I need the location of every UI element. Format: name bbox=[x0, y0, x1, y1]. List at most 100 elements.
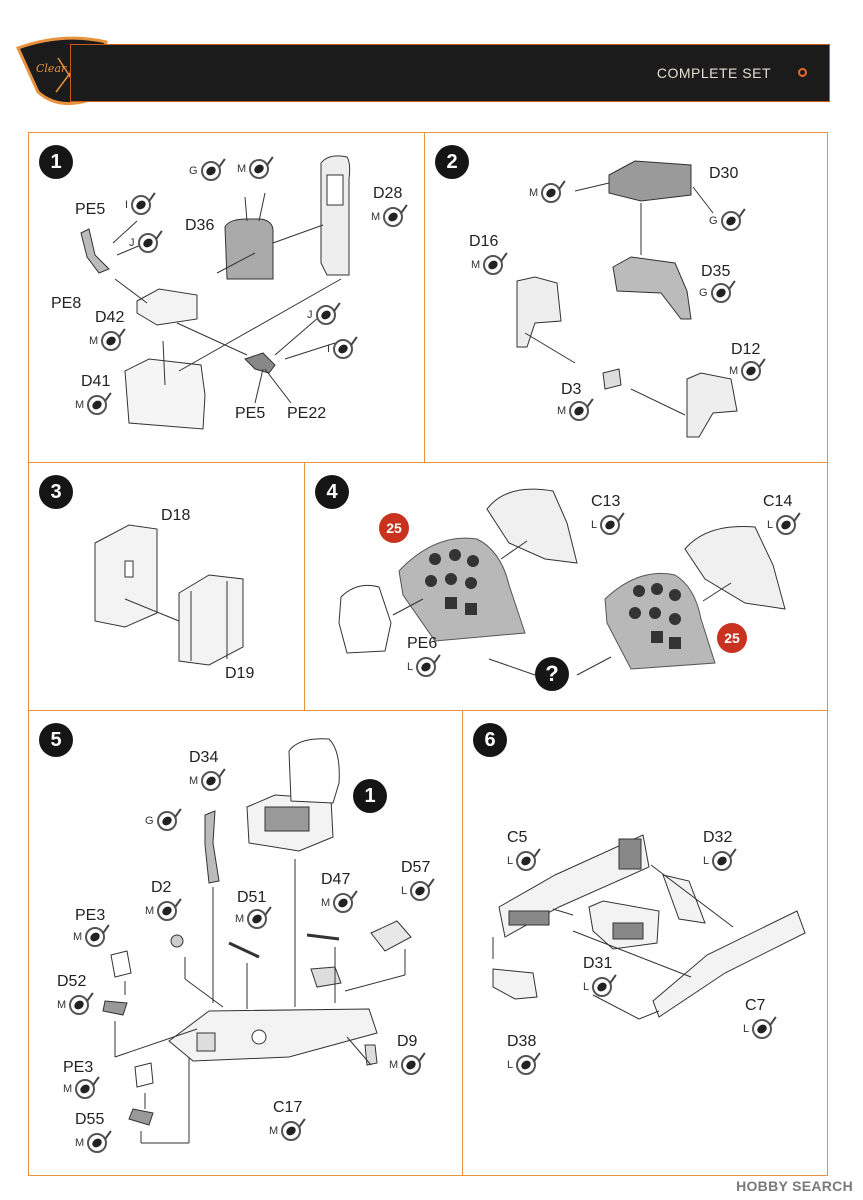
paint-pot-icon bbox=[249, 159, 270, 179]
paint-pot-icon bbox=[333, 339, 354, 359]
step-5-drawing bbox=[29, 711, 465, 1177]
label-d31: D31 bbox=[583, 955, 613, 972]
paint-callout: G bbox=[699, 283, 731, 303]
paint-pot-icon bbox=[401, 1055, 422, 1075]
label-d35: D35 bbox=[701, 263, 731, 280]
paint-pot-icon bbox=[516, 1055, 537, 1075]
step-2-drawing bbox=[425, 133, 829, 464]
paint-callout: M bbox=[237, 159, 270, 179]
header-dot-icon bbox=[798, 68, 807, 77]
paint-callout: M bbox=[471, 255, 504, 275]
paint-callout: J bbox=[129, 233, 158, 253]
paint-callout: M bbox=[729, 361, 762, 381]
paint-callout: M bbox=[73, 927, 106, 947]
paint-pot-icon bbox=[752, 1019, 773, 1039]
step-number: 2 bbox=[435, 145, 469, 179]
paint-callout: I bbox=[125, 195, 152, 215]
question-badge: ? bbox=[535, 657, 569, 691]
paint-pot-icon bbox=[600, 515, 621, 535]
paint-pot-icon bbox=[75, 1079, 96, 1099]
paint-pot-icon bbox=[483, 255, 504, 275]
paint-pot-icon bbox=[281, 1121, 302, 1141]
label-d34: D34 bbox=[189, 749, 219, 766]
paint-pot-icon bbox=[156, 811, 177, 831]
label-d12: D12 bbox=[731, 341, 761, 358]
label-d30: D30 bbox=[709, 165, 739, 182]
badge-25: 25 bbox=[717, 623, 747, 653]
paint-callout: L bbox=[507, 1055, 537, 1075]
label-d3: D3 bbox=[561, 381, 582, 398]
step-1-panel: 1 PE5 PE8 D36 D28 D42 D41 PE5 PE22 I bbox=[28, 132, 426, 463]
paint-pot-icon bbox=[87, 395, 108, 415]
label-d38: D38 bbox=[507, 1033, 537, 1050]
paint-pot-icon bbox=[741, 361, 762, 381]
paint-pot-icon bbox=[200, 161, 221, 181]
badge-25: 25 bbox=[379, 513, 409, 543]
label-c13: C13 bbox=[591, 493, 621, 510]
step-number: 5 bbox=[39, 723, 73, 757]
label-pe5-b: PE5 bbox=[235, 405, 266, 422]
paint-pot-icon bbox=[383, 207, 404, 227]
paint-callout: M bbox=[557, 401, 590, 421]
paint-pot-icon bbox=[516, 851, 537, 871]
paint-callout: L bbox=[591, 515, 621, 535]
paint-callout: M bbox=[75, 395, 108, 415]
paint-callout: M bbox=[371, 207, 404, 227]
paint-pot-icon bbox=[410, 881, 431, 901]
step-4-panel: 4 25 25 ? C13 C14 PE6 L L L bbox=[304, 462, 828, 711]
step-4-drawing bbox=[305, 463, 829, 712]
label-d42: D42 bbox=[95, 309, 125, 326]
watermark-text: HOBBY SEARCH bbox=[736, 1178, 853, 1194]
label-c5: C5 bbox=[507, 829, 528, 846]
paint-callout: L bbox=[407, 657, 437, 677]
label-d52: D52 bbox=[57, 973, 87, 990]
paint-callout: M bbox=[321, 893, 354, 913]
paint-callout: L bbox=[703, 851, 733, 871]
paint-pot-icon bbox=[592, 977, 613, 997]
paint-callout: M bbox=[235, 909, 268, 929]
paint-pot-icon bbox=[710, 283, 731, 303]
paint-pot-icon bbox=[157, 901, 178, 921]
label-pe3-b: PE3 bbox=[63, 1059, 94, 1076]
paint-callout: M bbox=[145, 901, 178, 921]
step-number: 3 bbox=[39, 475, 73, 509]
paint-pot-icon bbox=[201, 771, 222, 791]
paint-pot-icon bbox=[333, 893, 354, 913]
paint-callout: M bbox=[269, 1121, 302, 1141]
paint-callout: G bbox=[145, 811, 177, 831]
label-d2: D2 bbox=[151, 879, 172, 896]
paint-pot-icon bbox=[69, 995, 90, 1015]
label-d47: D47 bbox=[321, 871, 351, 888]
paint-callout: M bbox=[57, 995, 90, 1015]
paint-callout: M bbox=[75, 1133, 108, 1153]
step-2-panel: 2 D30 D16 D35 D12 D3 M G M G M M bbox=[424, 132, 828, 463]
label-d16: D16 bbox=[469, 233, 499, 250]
step-6-panel: 6 C5 D32 D31 C7 D38 L L L L L bbox=[462, 710, 828, 1176]
paint-callout: L bbox=[507, 851, 537, 871]
paint-pot-icon bbox=[315, 305, 336, 325]
paint-pot-icon bbox=[776, 515, 797, 535]
label-d36: D36 bbox=[185, 217, 215, 234]
step-1-drawing bbox=[29, 133, 427, 464]
label-c7: C7 bbox=[745, 997, 766, 1014]
paint-callout: G bbox=[189, 161, 221, 181]
label-d9: D9 bbox=[397, 1033, 418, 1050]
paint-callout: G bbox=[709, 211, 741, 231]
step-reference-badge: 1 bbox=[353, 779, 387, 813]
label-pe3: PE3 bbox=[75, 907, 106, 924]
paint-pot-icon bbox=[131, 195, 152, 215]
paint-pot-icon bbox=[416, 657, 437, 677]
step-number: 1 bbox=[39, 145, 73, 179]
paint-callout: M bbox=[389, 1055, 422, 1075]
paint-pot-icon bbox=[541, 183, 562, 203]
label-d18: D18 bbox=[161, 507, 191, 524]
label-pe5: PE5 bbox=[75, 201, 106, 218]
label-pe8: PE8 bbox=[51, 295, 82, 312]
paint-callout: I bbox=[327, 339, 354, 359]
step-6-drawing bbox=[463, 711, 829, 1177]
paint-callout: L bbox=[767, 515, 797, 535]
watermark: HOBBY SEARCH bbox=[736, 1178, 853, 1194]
label-d55: D55 bbox=[75, 1111, 105, 1128]
label-c17: C17 bbox=[273, 1099, 303, 1116]
label-pe6: PE6 bbox=[407, 635, 438, 652]
